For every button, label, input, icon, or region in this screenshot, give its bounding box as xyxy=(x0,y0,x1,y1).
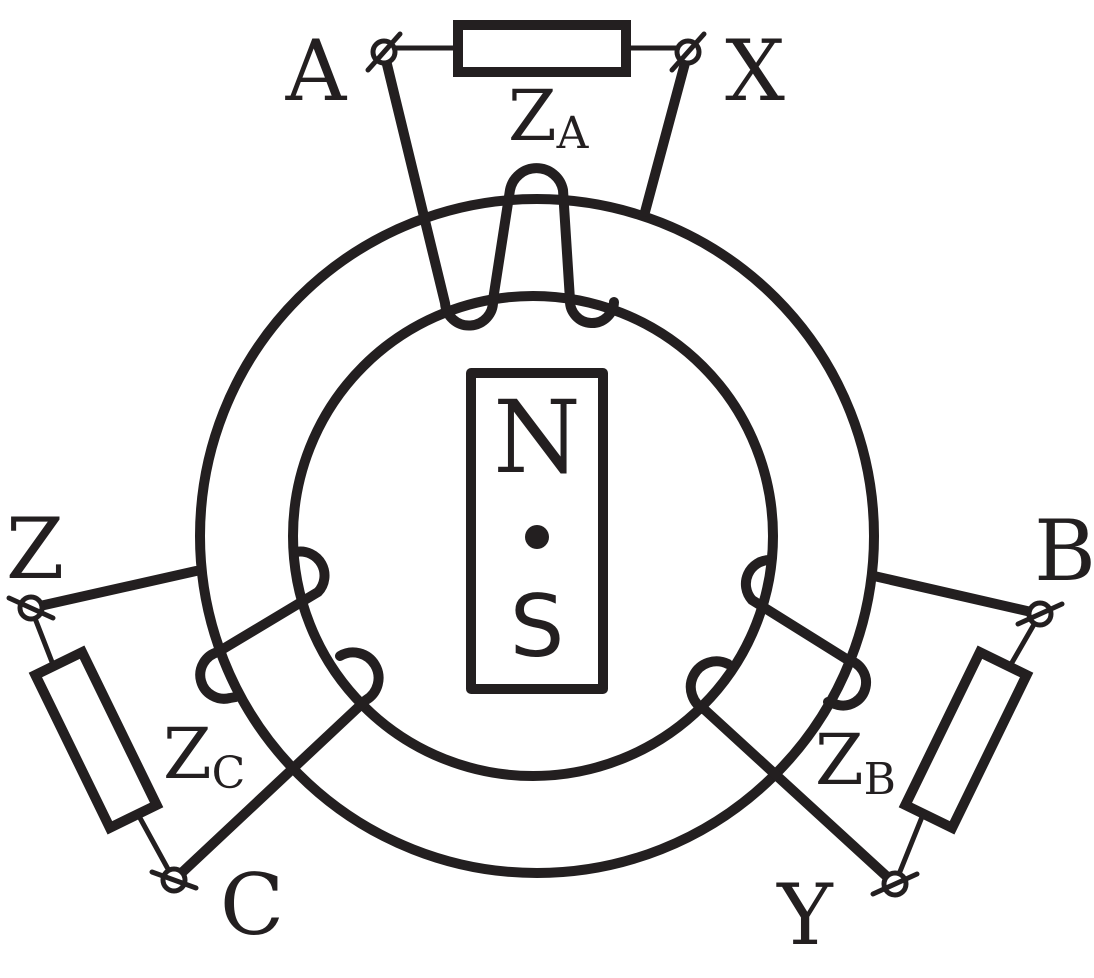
impedance-label-za: ZA xyxy=(508,75,590,159)
terminal-z xyxy=(6,594,56,622)
terminal-b xyxy=(1015,600,1065,628)
stator-outer-ring xyxy=(195,194,879,878)
phase-b-winding xyxy=(685,554,1045,889)
terminal-c xyxy=(149,866,199,894)
resistor-zc xyxy=(28,645,164,835)
terminal-label-z: Z xyxy=(6,500,64,598)
terminal-label-c: C xyxy=(220,856,284,954)
rotor-north-label: N xyxy=(493,379,581,496)
impedance-label-zb: ZB xyxy=(815,719,896,805)
stator-inner-ring xyxy=(288,291,778,781)
resistor-zb xyxy=(898,645,1034,835)
terminal-label-y: Y xyxy=(776,866,834,964)
impedance-zb xyxy=(892,611,1043,887)
impedance-label-zc: ZC xyxy=(163,713,245,799)
rotor-south-label: S xyxy=(510,577,565,677)
terminal-label-x: X xyxy=(725,22,785,120)
terminal-y xyxy=(870,870,920,898)
terminal-a xyxy=(365,31,403,73)
phase-c-winding xyxy=(26,546,384,885)
impedance-zc xyxy=(28,605,177,883)
rotor-magnet xyxy=(466,368,608,694)
resistor-za xyxy=(453,20,631,77)
terminal-x xyxy=(669,31,707,73)
rotor-axis-dot xyxy=(525,525,549,549)
impedance-za xyxy=(381,20,691,77)
phase-a-winding xyxy=(379,47,693,331)
terminal-label-b: B xyxy=(1034,502,1094,600)
terminal-label-a: A xyxy=(285,22,348,120)
